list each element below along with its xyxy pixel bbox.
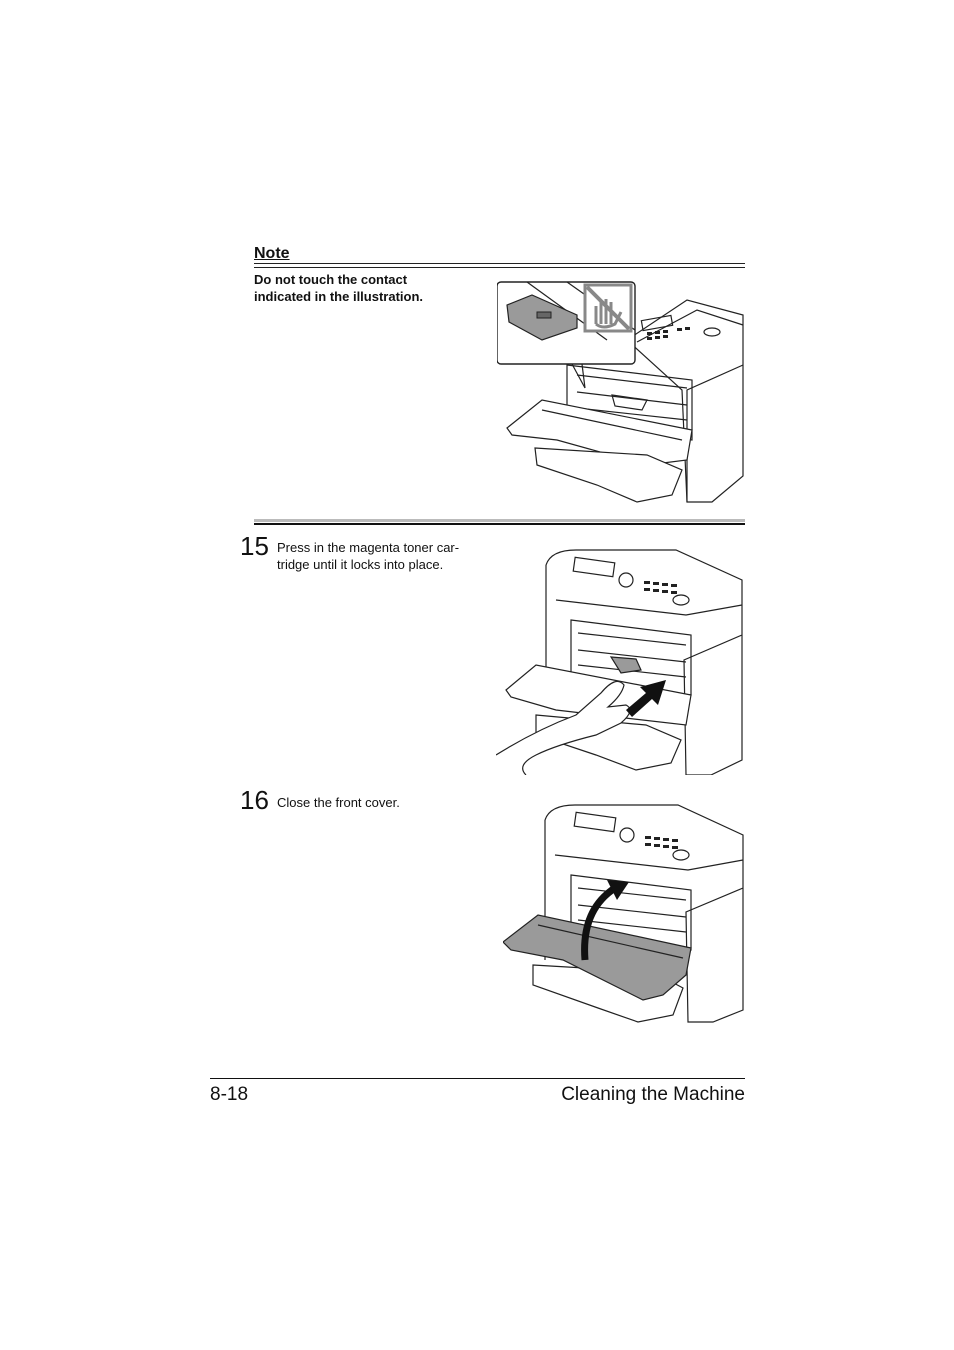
control-panel	[640, 314, 721, 340]
step-text-16: Close the front cover.	[277, 795, 400, 810]
note-text: Do not touch the contact indicated in th…	[254, 272, 424, 304]
footer-divider	[210, 1078, 745, 1079]
printer-contact-illustration	[497, 281, 744, 503]
close-arrow-icon	[581, 880, 629, 961]
no-touch-hand-icon	[583, 283, 633, 333]
note-divider-2	[254, 267, 745, 268]
push-arrow-icon	[626, 680, 666, 717]
press-cartridge-illustration	[496, 549, 743, 775]
step-number-15: 15	[240, 531, 269, 561]
step-text-15: Press in the magenta toner car-tridge un…	[277, 540, 460, 572]
section-title: Cleaning the Machine	[561, 1084, 745, 1105]
close-cover-illustration	[503, 804, 744, 1023]
note-divider	[254, 263, 745, 264]
note-title: Note	[254, 245, 290, 262]
step-section-bar	[254, 519, 745, 522]
page-number: 8-18	[210, 1084, 249, 1105]
step-number-16: 16	[240, 785, 269, 815]
step-section-rule	[254, 523, 745, 525]
